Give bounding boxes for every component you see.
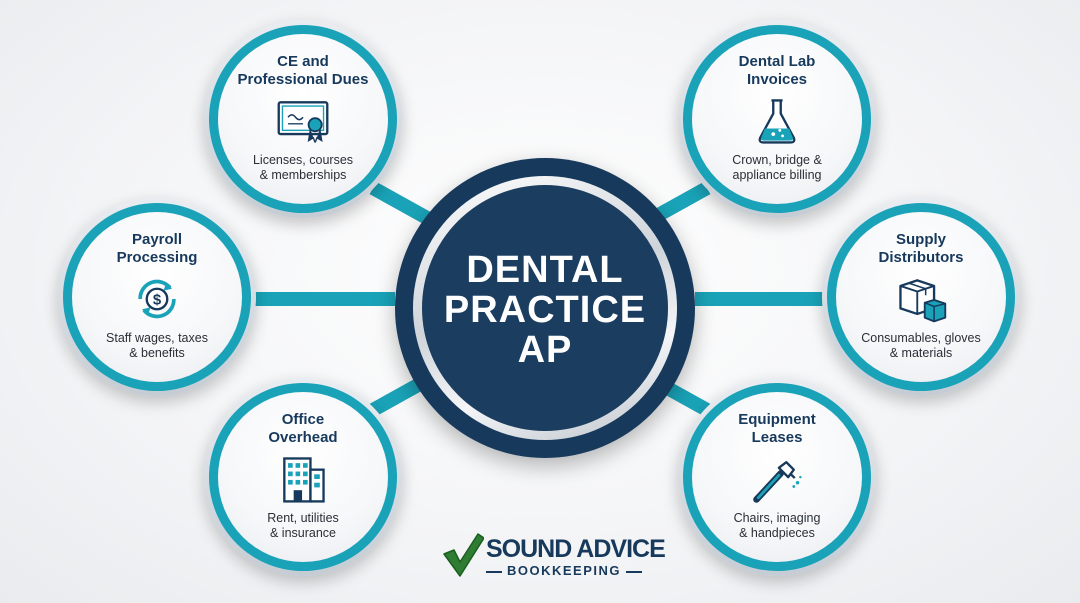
node-face: Dental Lab Invoices Crown, bridge & appl… (692, 34, 862, 204)
logo-tagline: BOOKKEEPING (506, 563, 621, 578)
node-lab-invoices: Dental Lab Invoices Crown, bridge & appl… (678, 20, 876, 218)
node-equipment-leases: Equipment Leases Chairs, imaging & handp… (678, 378, 876, 576)
hub-inner: DENTAL PRACTICE AP (422, 185, 668, 431)
node-title: Equipment Leases (738, 411, 816, 446)
logo-rule (626, 571, 642, 573)
boxes-icon (899, 279, 947, 323)
node-supply-distributors: Supply Distributors Consumables, gloves … (822, 198, 1020, 396)
node-description: Rent, utilities & insurance (267, 511, 339, 540)
checkmark-icon (443, 533, 484, 577)
node-title: CE and Professional Dues (237, 53, 369, 88)
node-title: Office Overhead (268, 411, 338, 446)
dollar-cycle-icon: $ (138, 279, 176, 319)
logo-name: SOUND ADVICE (486, 535, 666, 563)
node-description: Consumables, gloves & materials (861, 331, 981, 360)
hub-title: DENTAL PRACTICE AP (443, 249, 647, 371)
node-office-overhead: Office Overhead Rent, utilities & insura… (204, 378, 402, 576)
node-face: Payroll Processing $ Staff wages, taxes … (72, 212, 242, 382)
certificate-icon (277, 101, 329, 143)
node-face: Equipment Leases Chairs, imaging & handp… (692, 392, 862, 562)
node-title: Payroll Processing (116, 231, 198, 266)
node-face: Supply Distributors Consumables, gloves … (836, 212, 1006, 382)
logo-rule (486, 571, 502, 573)
node-face: CE and Professional Dues Licenses, cours… (218, 34, 388, 204)
hub-circle: DENTAL PRACTICE AP (395, 158, 695, 458)
node-payroll: Payroll Processing $ Staff wages, taxes … (58, 198, 256, 396)
svg-text:$: $ (153, 292, 162, 309)
node-description: Chairs, imaging & handpieces (733, 511, 821, 540)
building-icon (283, 457, 325, 503)
company-logo: SOUND ADVICE BOOKKEEPING (442, 530, 666, 586)
flask-icon (758, 99, 796, 144)
node-description: Licenses, courses & memberships (252, 153, 354, 182)
node-description: Crown, bridge & appliance billing (732, 153, 822, 182)
node-title: Dental Lab Invoices (738, 53, 816, 88)
dental-handpiece-icon (753, 461, 802, 503)
node-title: Supply Distributors (878, 231, 964, 266)
node-description: Staff wages, taxes & benefits (106, 331, 208, 360)
node-ce-dues: CE and Professional Dues Licenses, cours… (204, 20, 402, 218)
node-face: Office Overhead Rent, utilities & insura… (218, 392, 388, 562)
